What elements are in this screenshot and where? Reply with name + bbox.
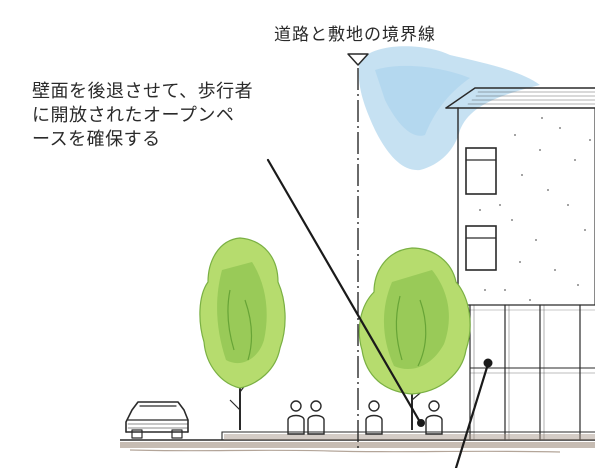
tree-icon (358, 247, 471, 430)
pedestrian-icon (287, 400, 305, 435)
tree-left (199, 237, 286, 430)
boundary-line-label: 道路と敷地の境界線 (274, 25, 436, 45)
pedestrian-icon (365, 400, 383, 435)
arcade-leader (454, 358, 493, 468)
pedestrian-group-right (365, 400, 443, 435)
car-icon (125, 401, 189, 439)
window-lower (465, 225, 497, 271)
window-upper (465, 147, 497, 195)
tree-right (358, 247, 471, 430)
tree-icon (199, 237, 286, 430)
building-icon (445, 87, 595, 441)
pedestrian-icon (307, 400, 325, 435)
pedestrian-group-left (287, 400, 325, 435)
boundary-line (347, 53, 369, 452)
building (445, 87, 595, 441)
boundary-marker-icon (347, 53, 369, 66)
annotation-line-2: に開放されたオープンペ (32, 105, 235, 126)
annotation-line-1: 壁面を後退させて、歩行者 (32, 81, 254, 102)
annotation-leader (266, 158, 425, 427)
pedestrian-icon (425, 400, 443, 435)
annotation-line-3: ースを確保する (32, 129, 161, 150)
setback-annotation: 壁面を後退させて、歩行者 に開放されたオープンペ ースを確保する (32, 80, 253, 152)
